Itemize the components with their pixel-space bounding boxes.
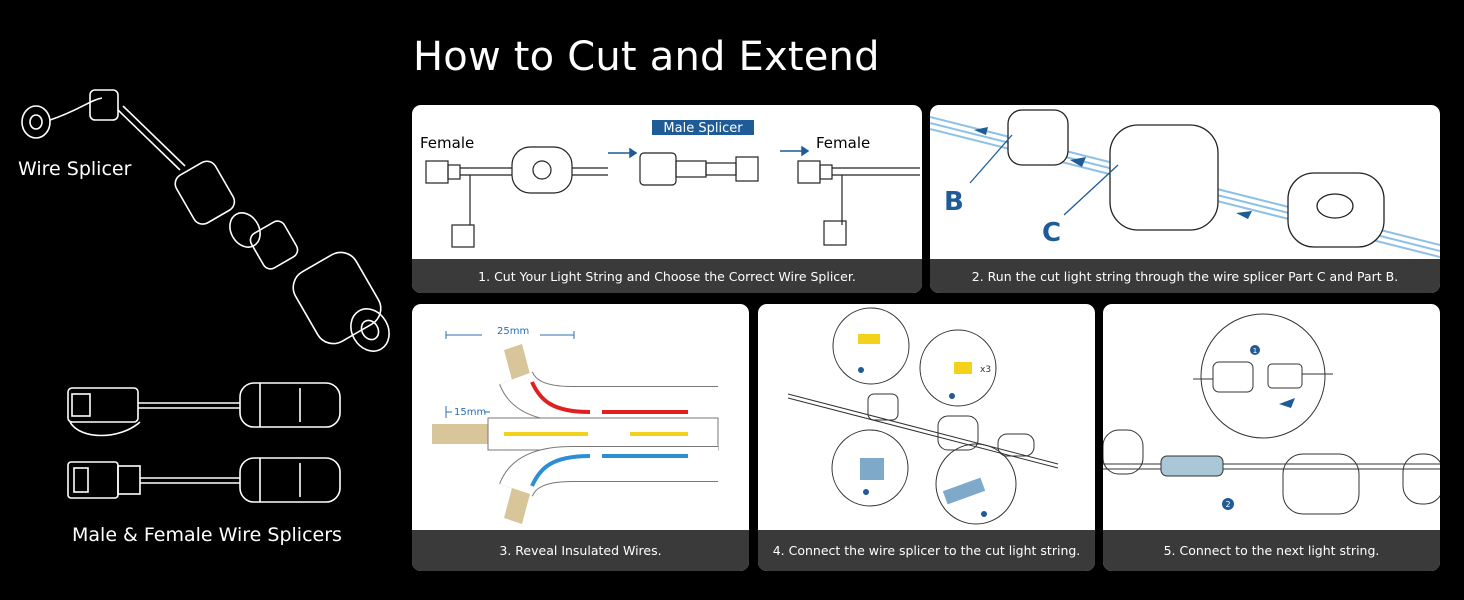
step-3-card: 25mm 15mm 3. Reveal Insulated Wires. xyxy=(412,304,749,571)
step-2-card: B C 2. Run the cut light string through … xyxy=(930,105,1440,293)
step-5-card: 1 2 5. Connect to the next light string. xyxy=(1103,304,1440,571)
step-1-illustration: Female Male Splicer Female xyxy=(420,120,920,248)
dim-15mm-label: 15mm xyxy=(454,407,486,418)
step-3-illustration: 25mm 15mm xyxy=(432,326,719,524)
step-2-illustration: B C xyxy=(930,109,1440,258)
page-title: How to Cut and Extend xyxy=(413,34,880,80)
male-splicer-label: Male Splicer xyxy=(663,121,743,136)
dim-25mm-label: 25mm xyxy=(497,326,529,337)
times-3-label: x3 xyxy=(980,365,991,375)
step-4-card: x3 4. Connect the wire splicer to the cu… xyxy=(758,304,1095,571)
step-5-illustration: 1 2 xyxy=(1103,313,1440,515)
step-1-card: Female Male Splicer Female xyxy=(412,105,922,293)
callout-1-label: 1 xyxy=(1253,347,1257,355)
part-b-label: B xyxy=(944,187,964,217)
wire-splicer-label: Wire Splicer xyxy=(18,158,132,180)
male-female-splicers-illustration xyxy=(67,382,341,503)
wire-splicer-exploded-illustration xyxy=(21,89,390,352)
step-2-caption: 2. Run the cut light string through the … xyxy=(930,259,1440,293)
step-4-illustration: x3 xyxy=(787,307,1059,525)
male-female-splicers-label: Male & Female Wire Splicers xyxy=(72,524,342,546)
female-right-label: Female xyxy=(816,134,870,152)
step-4-caption: 4. Connect the wire splicer to the cut l… xyxy=(758,530,1095,571)
step-1-caption: 1. Cut Your Light String and Choose the … xyxy=(412,259,922,293)
male-splicer-label-bg xyxy=(652,120,754,135)
callout-2-label: 2 xyxy=(1225,500,1230,509)
part-c-label: C xyxy=(1042,218,1061,248)
step-5-caption: 5. Connect to the next light string. xyxy=(1103,530,1440,571)
female-left-label: Female xyxy=(420,134,474,152)
step-3-caption: 3. Reveal Insulated Wires. xyxy=(412,530,749,571)
